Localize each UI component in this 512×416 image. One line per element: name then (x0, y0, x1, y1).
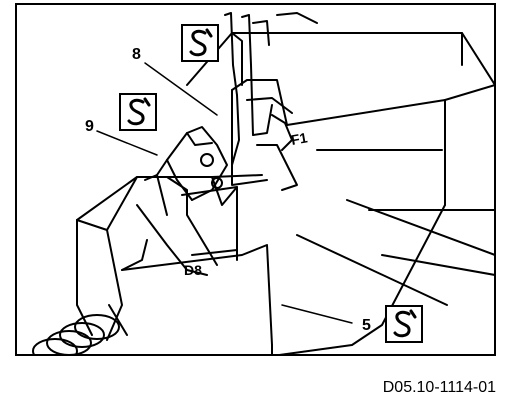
blade-part-8 (224, 12, 318, 166)
spring-clip-symbol-icon (119, 93, 157, 131)
callout-9: 9 (85, 118, 94, 135)
front-block (76, 174, 273, 346)
leader-lines (96, 62, 353, 324)
spring-clip-symbol-icon (181, 24, 219, 62)
housing-block (186, 32, 494, 354)
spring-clip-symbol-icon (385, 305, 423, 343)
label-d8: D8 (184, 262, 202, 278)
figure-frame: F1 D8 8 9 5 (15, 3, 496, 356)
callout-8: 8 (132, 46, 141, 63)
label-f1: F1 (290, 129, 309, 148)
clip-part-9 (144, 126, 228, 216)
threaded-shaft (32, 304, 128, 354)
slot-upper (231, 79, 298, 191)
technical-drawing: F1 D8 (32, 12, 494, 354)
document-id: D05.10-1114-01 (382, 379, 496, 396)
callout-5: 5 (362, 317, 371, 334)
